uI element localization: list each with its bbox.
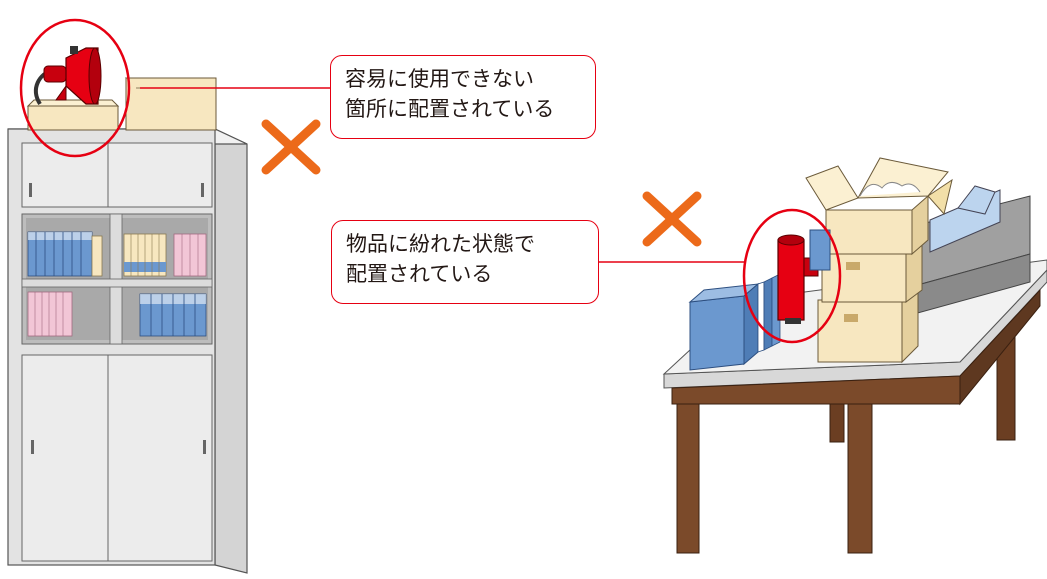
binder-icon <box>688 273 781 371</box>
callout-mixed-with-items: 物品に紛れた状態で 配置されている <box>331 220 599 304</box>
highlight-ellipse <box>19 18 131 158</box>
cardboard-box-icon <box>124 77 218 131</box>
x-mark-icon <box>261 119 321 175</box>
binder-icon <box>27 231 103 277</box>
highlight-ellipse <box>742 208 842 344</box>
x-mark-icon <box>642 191 702 247</box>
cardboard-box-icon <box>26 99 120 131</box>
cardboard-box-icon <box>821 236 923 303</box>
megaphone-icon <box>33 46 102 106</box>
storage-cabinet <box>7 128 248 574</box>
callout-line-2: 箇所に配置されている <box>345 97 555 121</box>
cardboard-box-icon <box>805 157 953 256</box>
callout-line-1: 物品に紛れた状態で <box>346 232 535 256</box>
megaphone-icon <box>777 229 831 324</box>
callout-hard-to-use-location: 容易に使用できない 箇所に配置されている <box>330 55 596 139</box>
callout-line-2: 配置されている <box>346 262 493 286</box>
storage-tray <box>913 185 1031 315</box>
callout-line-1: 容易に使用できない <box>345 67 534 91</box>
